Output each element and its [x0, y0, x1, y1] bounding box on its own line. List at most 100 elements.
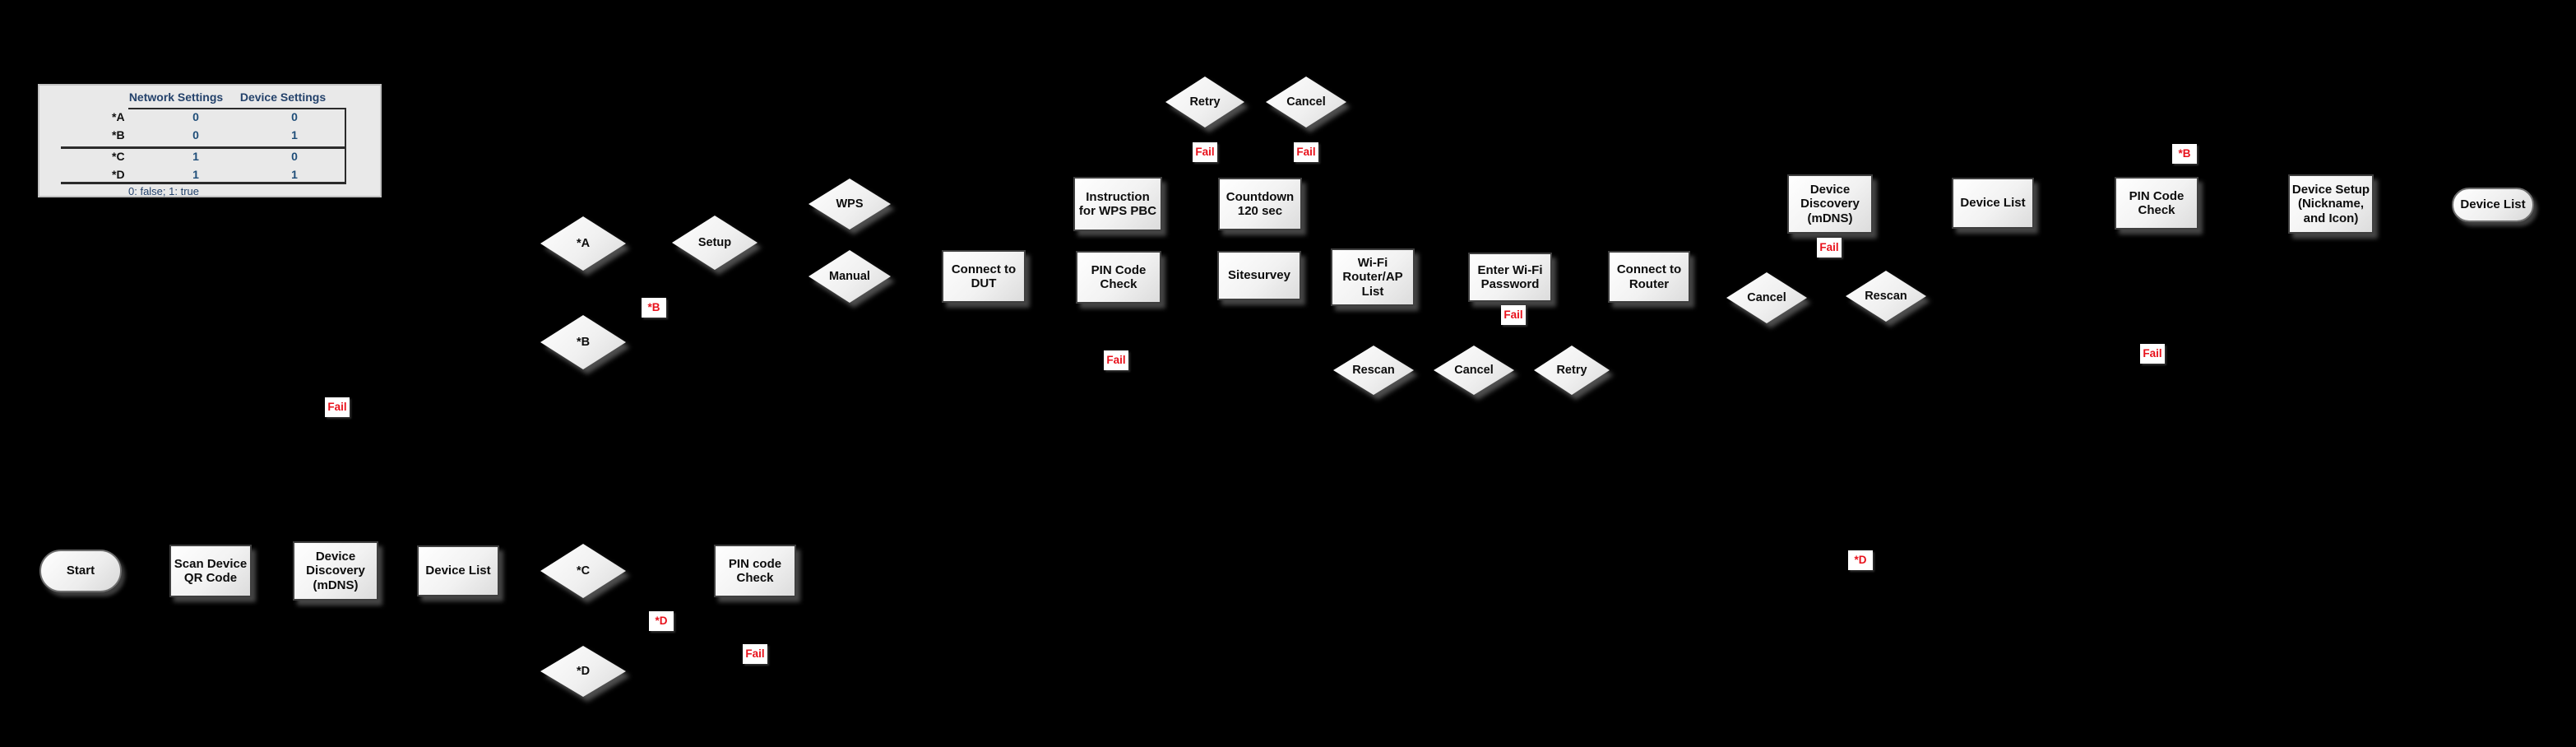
- node-decision-a-label: *A: [576, 236, 591, 250]
- legend-right-rule: [345, 108, 346, 183]
- legend-value: 1: [192, 168, 199, 181]
- node-decision-rescan-right-label: Rescan: [1865, 289, 1907, 303]
- node-connect-to-router: Connect to Router: [1608, 251, 1690, 303]
- node-device-list-top-label: Device List: [1960, 196, 2026, 211]
- label-fail-pin-check-top: Fail: [2140, 344, 2165, 364]
- node-device-list-end: Device List: [2452, 188, 2534, 222]
- legend-row-label: *C: [112, 150, 125, 163]
- node-pin-code-check-mid-label: PIN Code Check: [1091, 262, 1147, 291]
- node-decision-setup: Setup: [672, 216, 758, 270]
- legend-mid-rule: [61, 146, 346, 149]
- node-start-label: Start: [66, 564, 95, 578]
- node-scan-device-qr-code-label: Scan Device QR Code: [174, 556, 248, 585]
- node-connect-to-router-label: Connect to Router: [1616, 262, 1682, 291]
- node-device-list-bottom: Device List: [417, 545, 499, 596]
- legend-header-device: Device Settings: [239, 90, 327, 104]
- label-fail-pin-check-bottom: Fail: [743, 644, 767, 664]
- legend-header-network: Network Settings: [128, 90, 224, 104]
- label-fail-discovery-top-label: Fail: [1819, 241, 1839, 254]
- label-fail-pin-check-bottom-label: Fail: [745, 647, 765, 661]
- node-decision-retry-mid: Retry: [1534, 346, 1610, 395]
- label-fail-retry-top-label: Fail: [1195, 146, 1215, 159]
- node-wifi-router-ap-list-label: Wi-Fi Router/AP List: [1342, 256, 1403, 299]
- node-sitesurvey: Sitesurvey: [1217, 251, 1301, 300]
- node-start: Start: [39, 550, 122, 592]
- node-pin-code-check-bottom-label: PIN code Check: [728, 556, 782, 585]
- legend-footnote: 0: false; 1: true: [128, 185, 199, 197]
- node-decision-wps: WPS: [808, 179, 891, 230]
- label-fail-pin-check-top-label: Fail: [2143, 347, 2162, 360]
- label-fail-retry-top: Fail: [1193, 142, 1217, 162]
- legend-value: 1: [192, 150, 199, 163]
- node-device-discovery-mdns-top: Device Discovery (mDNS): [1787, 174, 1873, 234]
- label-fail-cancel-top-label: Fail: [1296, 146, 1316, 159]
- node-device-discovery-mdns-top-label: Device Discovery (mDNS): [1800, 183, 1860, 225]
- node-enter-wifi-password: Enter Wi-Fi Password: [1468, 253, 1552, 302]
- label-fail-b-branch-label: Fail: [327, 401, 347, 414]
- legend-row-label: *B: [112, 128, 125, 142]
- label-fail-pin-check-mid-label: Fail: [1106, 354, 1126, 367]
- legend-value: 1: [291, 168, 298, 181]
- node-instruction-wps-pbc-label: Instruction for WPS PBC: [1078, 189, 1157, 218]
- legend-value: 0: [291, 150, 298, 163]
- legend-value: 0: [192, 110, 199, 123]
- node-decision-cancel-top-label: Cancel: [1286, 95, 1326, 109]
- node-decision-retry-top: Retry: [1165, 77, 1244, 128]
- node-sitesurvey-label: Sitesurvey: [1228, 268, 1290, 283]
- label-fail-enter-password: Fail: [1501, 305, 1526, 325]
- label-b-setup-edge-label: *B: [647, 301, 660, 314]
- node-device-discovery-mdns-bottom: Device Discovery (mDNS): [293, 541, 378, 601]
- node-decision-cancel-top: Cancel: [1266, 77, 1346, 128]
- node-decision-rescan-mid: Rescan: [1333, 346, 1414, 395]
- label-d-c-branch: *D: [649, 611, 674, 631]
- label-b-pin-check-top-label: *B: [2178, 147, 2191, 160]
- legend-header-rule: [128, 108, 346, 109]
- node-decision-a: *A: [540, 216, 626, 271]
- label-b-pin-check-top: *B: [2172, 144, 2197, 164]
- label-fail-pin-check-mid: Fail: [1104, 350, 1128, 370]
- node-countdown-120-sec: Countdown 120 sec: [1218, 178, 1302, 230]
- label-d-return-edge: *D: [1848, 550, 1873, 570]
- node-device-list-top: Device List: [1952, 178, 2034, 229]
- label-b-setup-edge: *B: [642, 298, 666, 318]
- node-device-setup-nickname-icon: Device Setup (Nickname, and Icon): [2288, 174, 2374, 234]
- node-scan-device-qr-code: Scan Device QR Code: [169, 545, 252, 597]
- label-fail-cancel-top: Fail: [1294, 142, 1318, 162]
- legend-table: Network Settings Device Settings *A 0 0 …: [38, 84, 382, 197]
- node-decision-rescan-mid-label: Rescan: [1352, 363, 1395, 377]
- node-pin-code-check-bottom: PIN code Check: [714, 545, 796, 597]
- node-pin-code-check-mid: PIN Code Check: [1076, 251, 1161, 304]
- node-device-discovery-mdns-bottom-label: Device Discovery (mDNS): [306, 550, 365, 592]
- node-wifi-router-ap-list: Wi-Fi Router/AP List: [1331, 248, 1415, 306]
- legend-value: 0: [192, 128, 199, 142]
- label-fail-enter-password-label: Fail: [1503, 309, 1523, 322]
- legend-row-label: *A: [112, 110, 125, 123]
- legend-value: 0: [291, 110, 298, 123]
- node-decision-retry-mid-label: Retry: [1556, 363, 1587, 377]
- label-fail-discovery-top: Fail: [1817, 238, 1842, 258]
- node-decision-cancel-mid-label: Cancel: [1454, 363, 1494, 377]
- node-pin-code-check-top-label: PIN Code Check: [2129, 188, 2185, 217]
- node-device-setup-nickname-icon-label: Device Setup (Nickname, and Icon): [2291, 183, 2370, 225]
- label-d-c-branch-label: *D: [655, 615, 668, 628]
- node-connect-to-dut-label: Connect to DUT: [951, 262, 1017, 290]
- node-decision-c-label: *C: [576, 564, 591, 578]
- node-decision-rescan-right: Rescan: [1846, 271, 1926, 322]
- node-decision-cancel-right-label: Cancel: [1747, 290, 1786, 304]
- node-decision-d-label: *D: [576, 664, 591, 678]
- legend-value: 1: [291, 128, 298, 142]
- node-connect-to-dut: Connect to DUT: [942, 250, 1026, 303]
- label-fail-b-branch: Fail: [325, 397, 350, 417]
- node-decision-wps-label: WPS: [836, 197, 864, 211]
- legend-row-label: *D: [112, 168, 125, 181]
- label-d-return-edge-label: *D: [1854, 554, 1867, 567]
- node-decision-manual: Manual: [808, 250, 891, 303]
- node-decision-cancel-right: Cancel: [1726, 272, 1807, 323]
- node-decision-c: *C: [540, 544, 626, 598]
- node-decision-setup-label: Setup: [697, 235, 732, 249]
- node-decision-manual-label: Manual: [829, 269, 870, 283]
- legend-bottom-rule: [61, 182, 346, 184]
- node-decision-b-label: *B: [576, 335, 591, 349]
- node-pin-code-check-top: PIN Code Check: [2115, 177, 2198, 230]
